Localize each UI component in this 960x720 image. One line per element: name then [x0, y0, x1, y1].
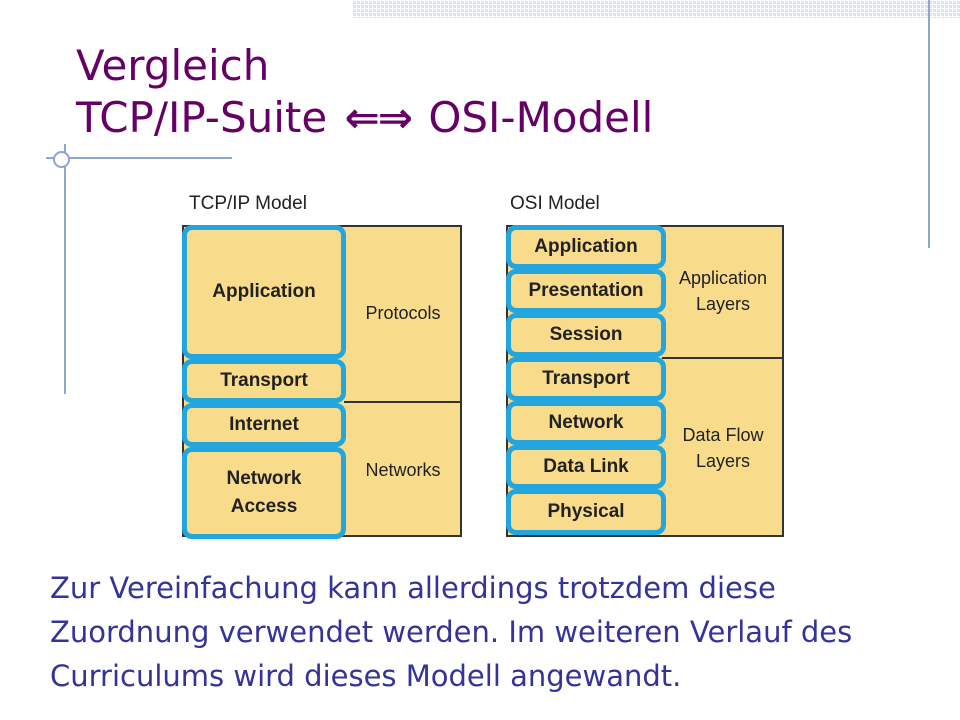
- tcpip-group-networks: Networks: [365, 460, 441, 480]
- osi-layer-presentation: Presentation: [506, 269, 666, 313]
- tcpip-layer-internet: Internet: [182, 403, 346, 447]
- tcpip-model-title: TCP/IP Model: [189, 193, 307, 214]
- tcpip-layer-transport: Transport: [182, 359, 346, 403]
- tcpip-group-divider: [344, 401, 462, 403]
- osi-model-title: OSI Model: [510, 193, 600, 214]
- tcpip-layer-application: Application: [182, 225, 346, 359]
- osi-layer-session: Session: [506, 313, 666, 357]
- osi-layer-application: Application: [506, 225, 666, 269]
- osi-layer-physical: Physical: [506, 489, 666, 535]
- title-line-2: TCP/IP-Suite ⇐⇒ OSI-Modell: [76, 92, 653, 144]
- tcpip-layer-network-access: Network Access: [182, 447, 346, 539]
- osi-layer-data-link: Data Link: [506, 445, 666, 489]
- osi-group-data-flow-layers: Data Flow Layers: [682, 425, 764, 471]
- title-osi: OSI-Modell: [428, 93, 654, 142]
- osi-layer-network: Network: [506, 401, 666, 445]
- left-vertical-line: [64, 144, 66, 394]
- model-comparison-diagram: TCP/IP Model Protocols Networks Applicat…: [172, 185, 792, 545]
- slide-title: Vergleich TCP/IP-Suite ⇐⇒ OSI-Modell: [76, 40, 653, 144]
- slide-caption: Zur Vereinfachung kann allerdings trotzd…: [50, 571, 853, 693]
- header-grid-decoration: [352, 0, 960, 18]
- double-arrow-icon: ⇐⇒: [344, 93, 413, 142]
- right-vertical-line: [928, 0, 930, 248]
- corner-circle-decoration: [53, 151, 70, 168]
- title-underline: [46, 157, 232, 159]
- osi-group-divider: [662, 357, 784, 359]
- osi-layer-transport: Transport: [506, 357, 666, 401]
- osi-group-application-layers: Application Layers: [678, 268, 768, 314]
- title-tcpip: TCP/IP-Suite: [76, 93, 328, 142]
- title-line-1: Vergleich: [76, 41, 270, 90]
- tcpip-group-protocols: Protocols: [365, 303, 441, 323]
